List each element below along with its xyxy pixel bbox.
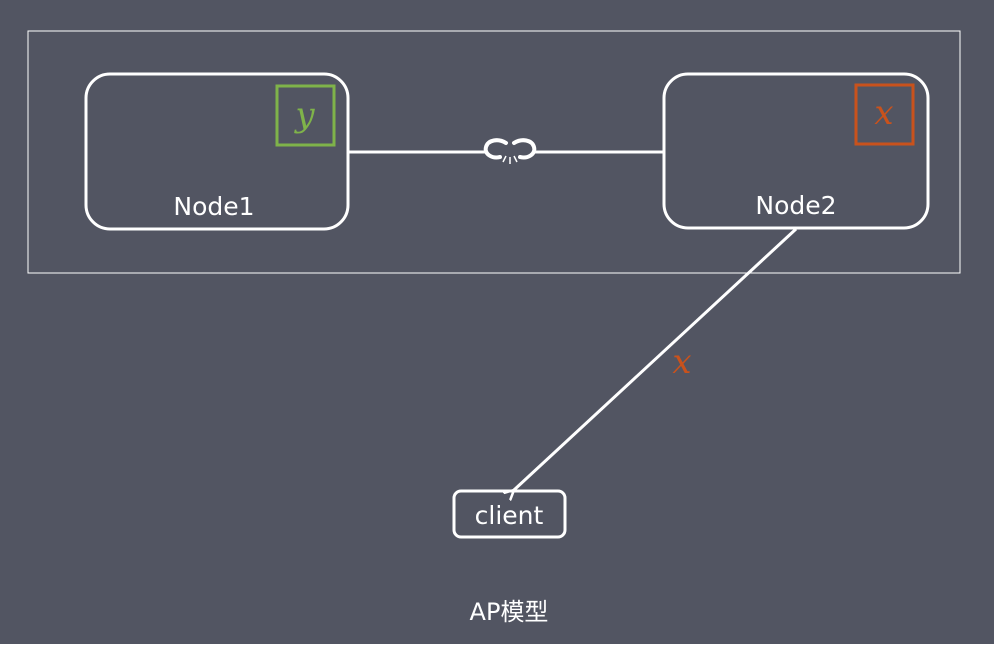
edge-var: x [672, 342, 691, 382]
node1-label: Node1 [173, 192, 254, 221]
node1-var: y [293, 95, 315, 135]
cluster-frame [27, 30, 961, 274]
broken-link-icon [483, 138, 537, 164]
node1-box [84, 72, 350, 231]
diagram-caption: AP模型 [470, 598, 549, 626]
client-label: client [475, 501, 544, 530]
node2-var-box [854, 83, 915, 146]
node1: y Node1 [84, 72, 350, 231]
node2-box [662, 72, 930, 230]
node2-label: Node2 [755, 191, 836, 220]
node1-var-box [275, 84, 336, 147]
node2-to-client-arrow [514, 227, 798, 490]
node2: x Node2 [662, 72, 930, 230]
client-box [452, 489, 567, 539]
bottom-border [0, 644, 994, 649]
client: client [452, 489, 567, 539]
node2-var: x [874, 93, 893, 133]
